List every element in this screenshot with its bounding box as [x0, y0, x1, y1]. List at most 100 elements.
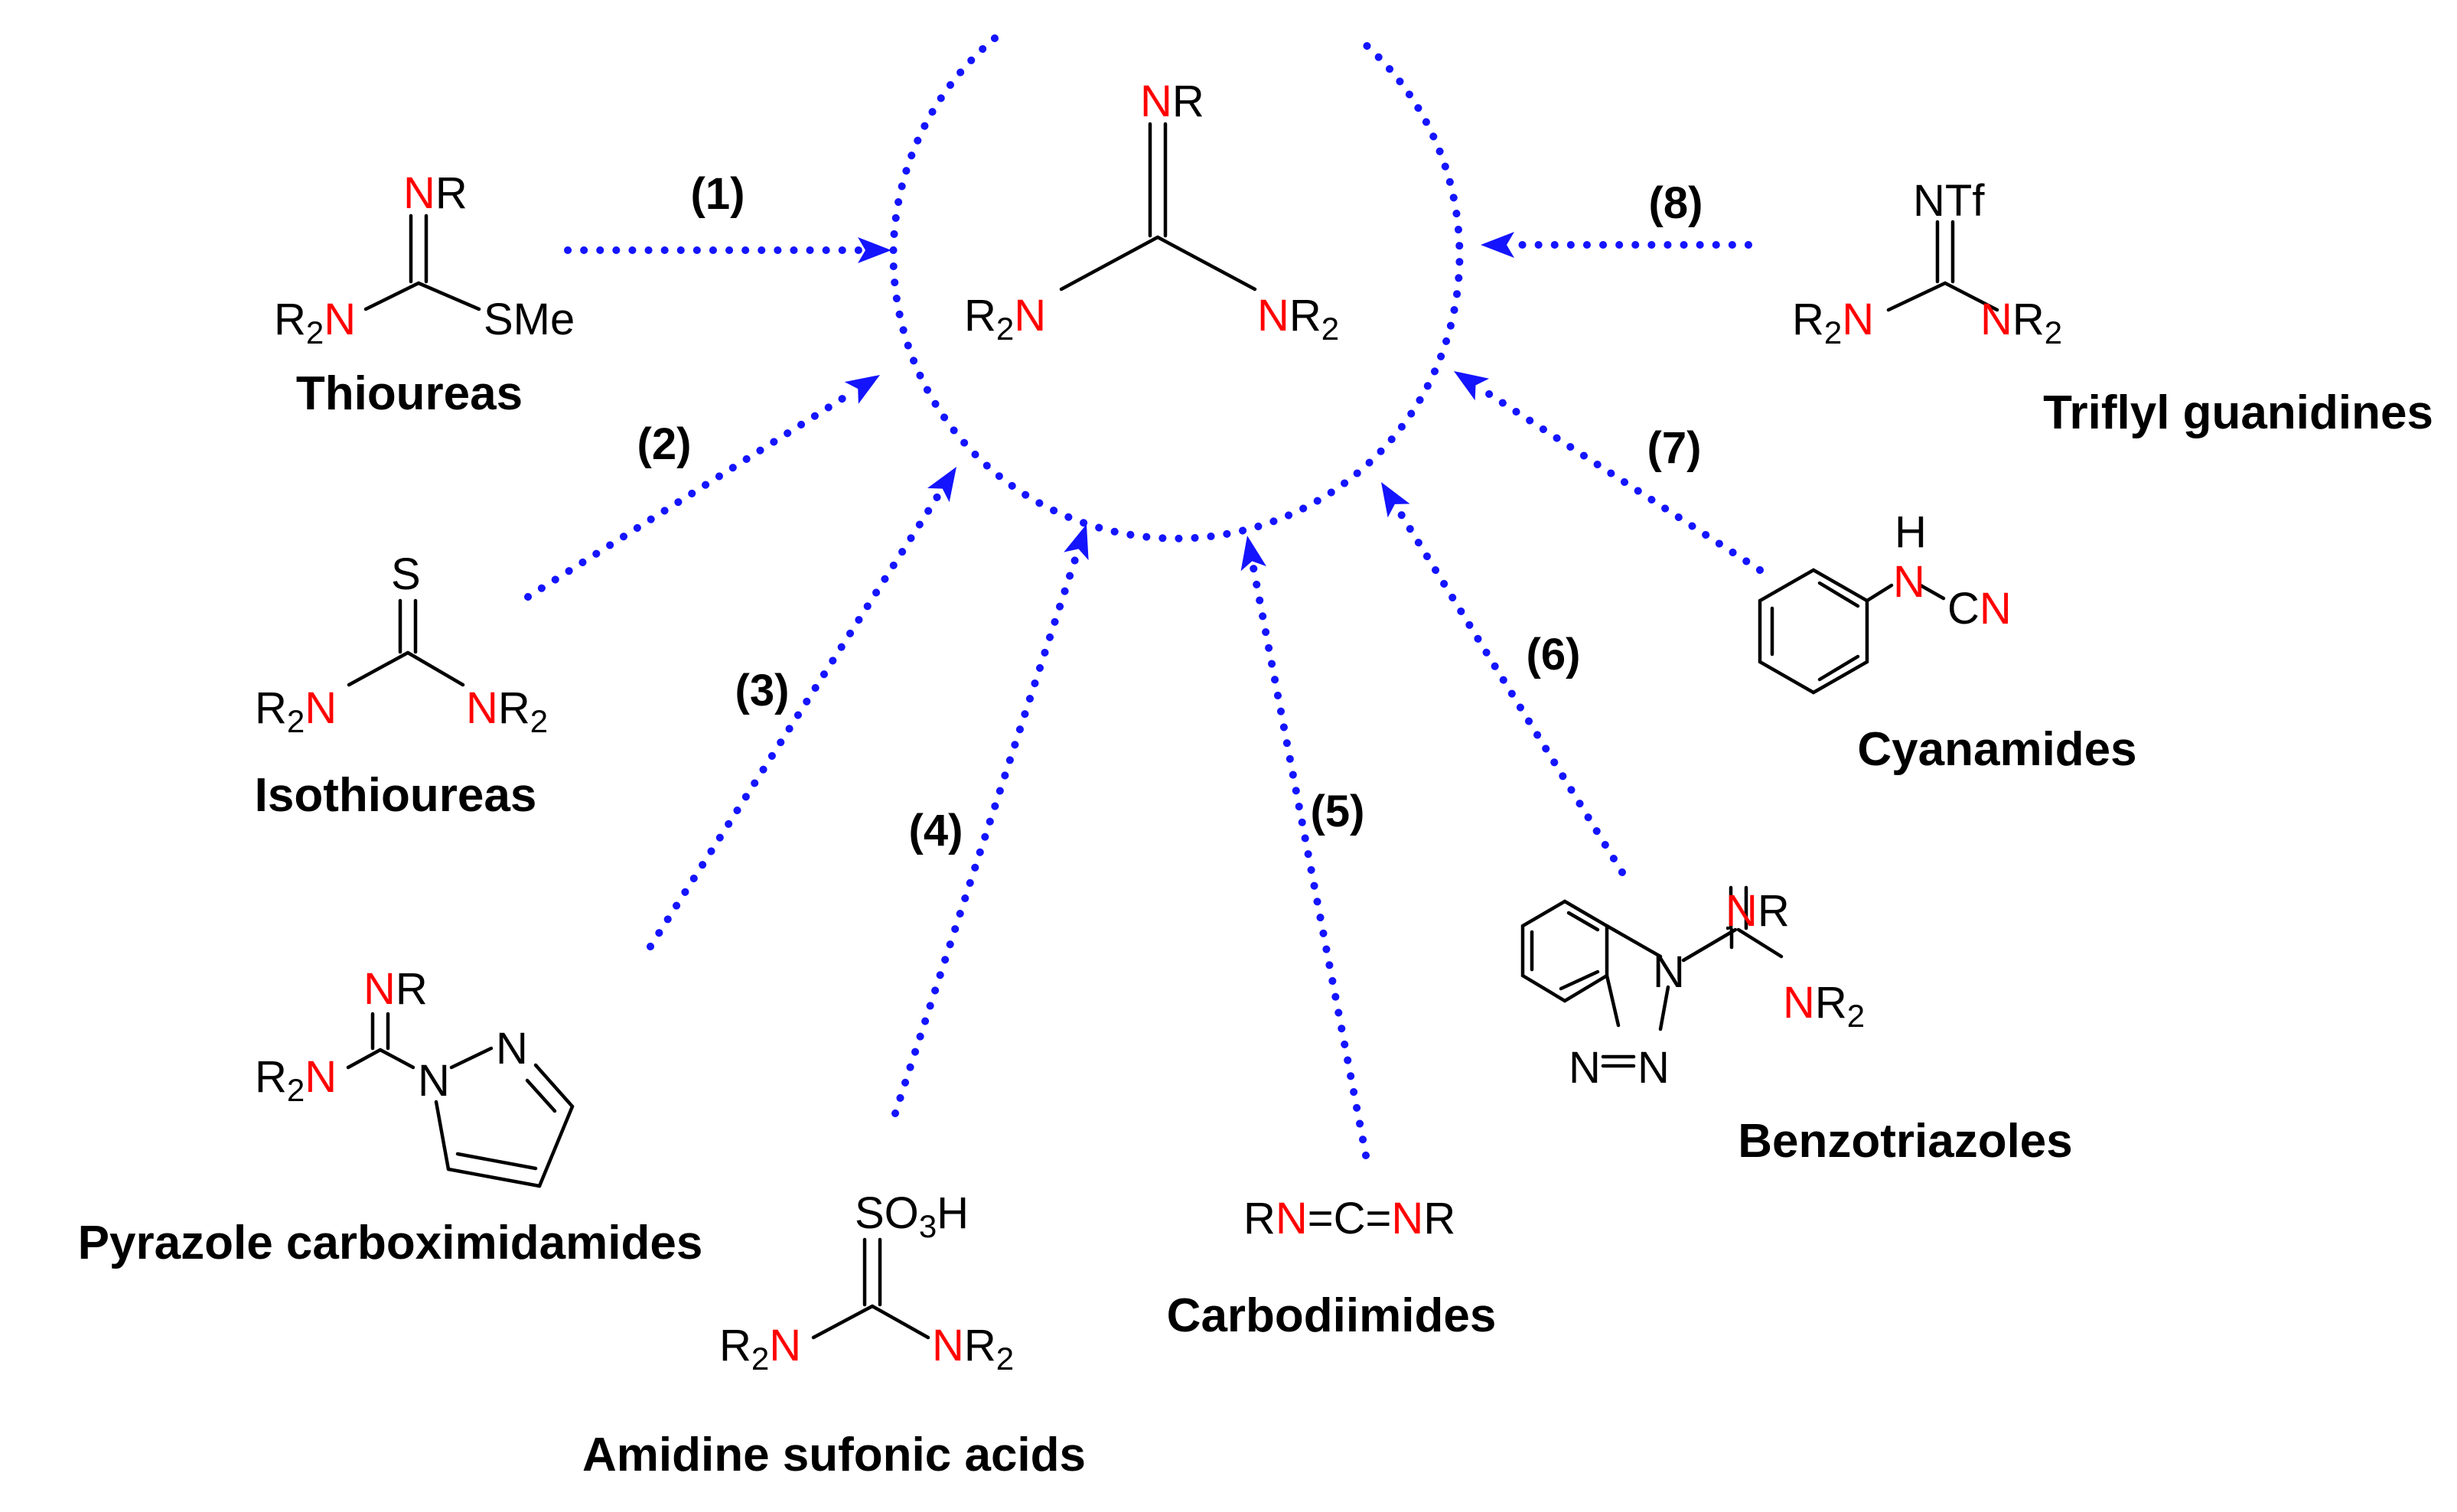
pyrazole-ring-n1: N: [418, 1056, 450, 1106]
central-left-n: N: [1014, 291, 1046, 341]
route-arrow-4: [891, 548, 1082, 1117]
thiourea-left-r: R: [274, 295, 306, 344]
label-cyanamides: Cyanamides: [1857, 723, 2136, 776]
benzotriazole-ring-n2: N: [1637, 1043, 1670, 1093]
svg-text:R2N: R2N: [964, 291, 1046, 347]
central-right-n: N: [1257, 291, 1289, 341]
route-label-2: (2): [637, 419, 692, 469]
central-right-r: R: [1289, 291, 1321, 341]
compound-isothioureas: S R2N NR2 Isothioureas: [255, 549, 548, 822]
pyrazole-left-r: R: [255, 1052, 287, 1102]
thiourea-left-sub: 2: [306, 314, 324, 350]
triflyl-right-r: R: [2012, 295, 2045, 344]
central-imine-r: R: [1172, 77, 1204, 126]
cyanamide-h: H: [1895, 507, 1927, 557]
svg-text:R2N: R2N: [255, 683, 337, 739]
benzotriazole-imine-n: N: [1725, 886, 1758, 936]
pyrazole-left-sub: 2: [287, 1072, 305, 1108]
amidine-left-r: R: [719, 1321, 751, 1370]
benzotriazole-right-r: R: [1815, 978, 1847, 1028]
amidine-right-n: N: [932, 1321, 964, 1370]
isothiourea-left-r: R: [255, 683, 287, 733]
route-label-4: (4): [909, 806, 963, 855]
route-label-5: (5): [1311, 787, 1365, 836]
route-arrowhead-7: [1454, 371, 1490, 401]
label-thioureas: Thioureas: [296, 367, 523, 420]
svg-text:NR2: NR2: [1257, 291, 1339, 347]
triflyl-left-sub: 2: [1824, 314, 1842, 350]
benzotriazole-right-sub: 2: [1847, 998, 1865, 1034]
route-label-6: (6): [1527, 630, 1581, 679]
central-imine-n: N: [1140, 77, 1172, 126]
svg-text:R2N: R2N: [255, 1052, 337, 1108]
benzotriazole-ring-n1: N: [1653, 947, 1685, 997]
thiourea-left-n: N: [324, 295, 356, 344]
carbodiimide-r1: R: [1243, 1194, 1276, 1243]
label-triflyl: Triflyl guanidines: [2043, 386, 2433, 439]
amidine-right-r: R: [964, 1321, 996, 1370]
route-arrow-6: [1392, 503, 1626, 876]
isothiourea-right-n: N: [466, 683, 498, 733]
isothiourea-right-r: R: [498, 683, 530, 733]
pyrazole-ring-n2: N: [496, 1024, 528, 1074]
route-arrow-5: [1249, 560, 1370, 1159]
route-arrow-2: [524, 386, 859, 601]
isothiourea-left-n: N: [305, 683, 337, 733]
route-arrowhead-2: [844, 375, 880, 404]
cyanamide-n-end: N: [1980, 584, 2012, 634]
svg-text:SO3H: SO3H: [855, 1188, 969, 1244]
compound-thioureas: NR R2N SMe Thioureas: [274, 168, 575, 420]
pyrazole-left-n: N: [305, 1052, 337, 1102]
central-guanidine: NR R2N NR2: [964, 77, 1339, 347]
triflyl-left-n: N: [1842, 295, 1874, 344]
carbodiimide-r2: R: [1423, 1194, 1455, 1243]
svg-text:NR: NR: [363, 964, 428, 1014]
thiourea-smethyl: SMe: [484, 295, 575, 344]
triflyl-left-r: R: [1792, 295, 1824, 344]
isothiourea-sulfur: S: [391, 549, 421, 599]
svg-text:RN=C=NR: RN=C=NR: [1243, 1194, 1455, 1243]
route-arrows: [524, 232, 1764, 1159]
label-pyrazole: Pyrazole carboximidamides: [78, 1217, 703, 1269]
benzotriazole-imine-r: R: [1758, 886, 1790, 936]
triflyl-ntf: NTf: [1913, 176, 1985, 226]
compound-pyrazole: NR R2N N N Pyrazole carboximidamides: [78, 964, 703, 1269]
amidine-left-n: N: [769, 1321, 801, 1370]
pyrazole-imine-n: N: [363, 964, 396, 1014]
benzotriazole-right-n: N: [1783, 978, 1815, 1028]
amidine-so-sub: 3: [919, 1208, 937, 1244]
svg-text:R2N: R2N: [719, 1321, 801, 1377]
svg-text:R2N: R2N: [1792, 295, 1874, 350]
central-left-sub: 2: [996, 311, 1014, 347]
compound-cyanamides: H N CN Cyanamides: [1758, 507, 2137, 776]
target-circle: [889, 34, 1464, 543]
compound-benzotriazoles: NR NR2 N N N Benzotriazoles: [1520, 885, 2073, 1168]
svg-text:NR: NR: [1725, 886, 1790, 936]
label-carbodiimides: Carbodiimides: [1167, 1289, 1497, 1342]
thiourea-imine-r: R: [435, 168, 468, 218]
central-right-sub: 2: [1321, 311, 1339, 347]
label-isothioureas: Isothioureas: [255, 769, 537, 822]
svg-text:NR: NR: [1140, 77, 1204, 126]
isothiourea-right-sub: 2: [530, 703, 548, 739]
triflyl-right-sub: 2: [2045, 314, 2062, 350]
route-labels: (1) (2) (3) (4) (5) (6) (7) (8): [637, 169, 1703, 855]
svg-text:NR2: NR2: [1980, 295, 2062, 350]
amidine-so: SO: [855, 1188, 919, 1238]
route-arrowhead-3: [927, 467, 956, 503]
carbodiimide-c: =C=: [1308, 1194, 1392, 1243]
route-arrow-7: [1474, 383, 1764, 574]
svg-text:NR2: NR2: [466, 683, 548, 739]
route-arrowhead-5: [1240, 536, 1266, 572]
route-label-8: (8): [1649, 178, 1703, 228]
label-benzotriazoles: Benzotriazoles: [1738, 1115, 2073, 1168]
label-amidine-sulfonic: Amidine sufonic acids: [582, 1429, 1086, 1481]
route-label-7: (7): [1647, 423, 1702, 473]
amidine-right-sub: 2: [996, 1341, 1014, 1377]
route-arrowhead-1: [858, 237, 891, 263]
route-arrowhead-8: [1481, 232, 1514, 258]
cyanamide-c: C: [1947, 584, 1980, 634]
svg-text:NR2: NR2: [1783, 978, 1865, 1034]
route-label-1: (1): [691, 169, 745, 219]
